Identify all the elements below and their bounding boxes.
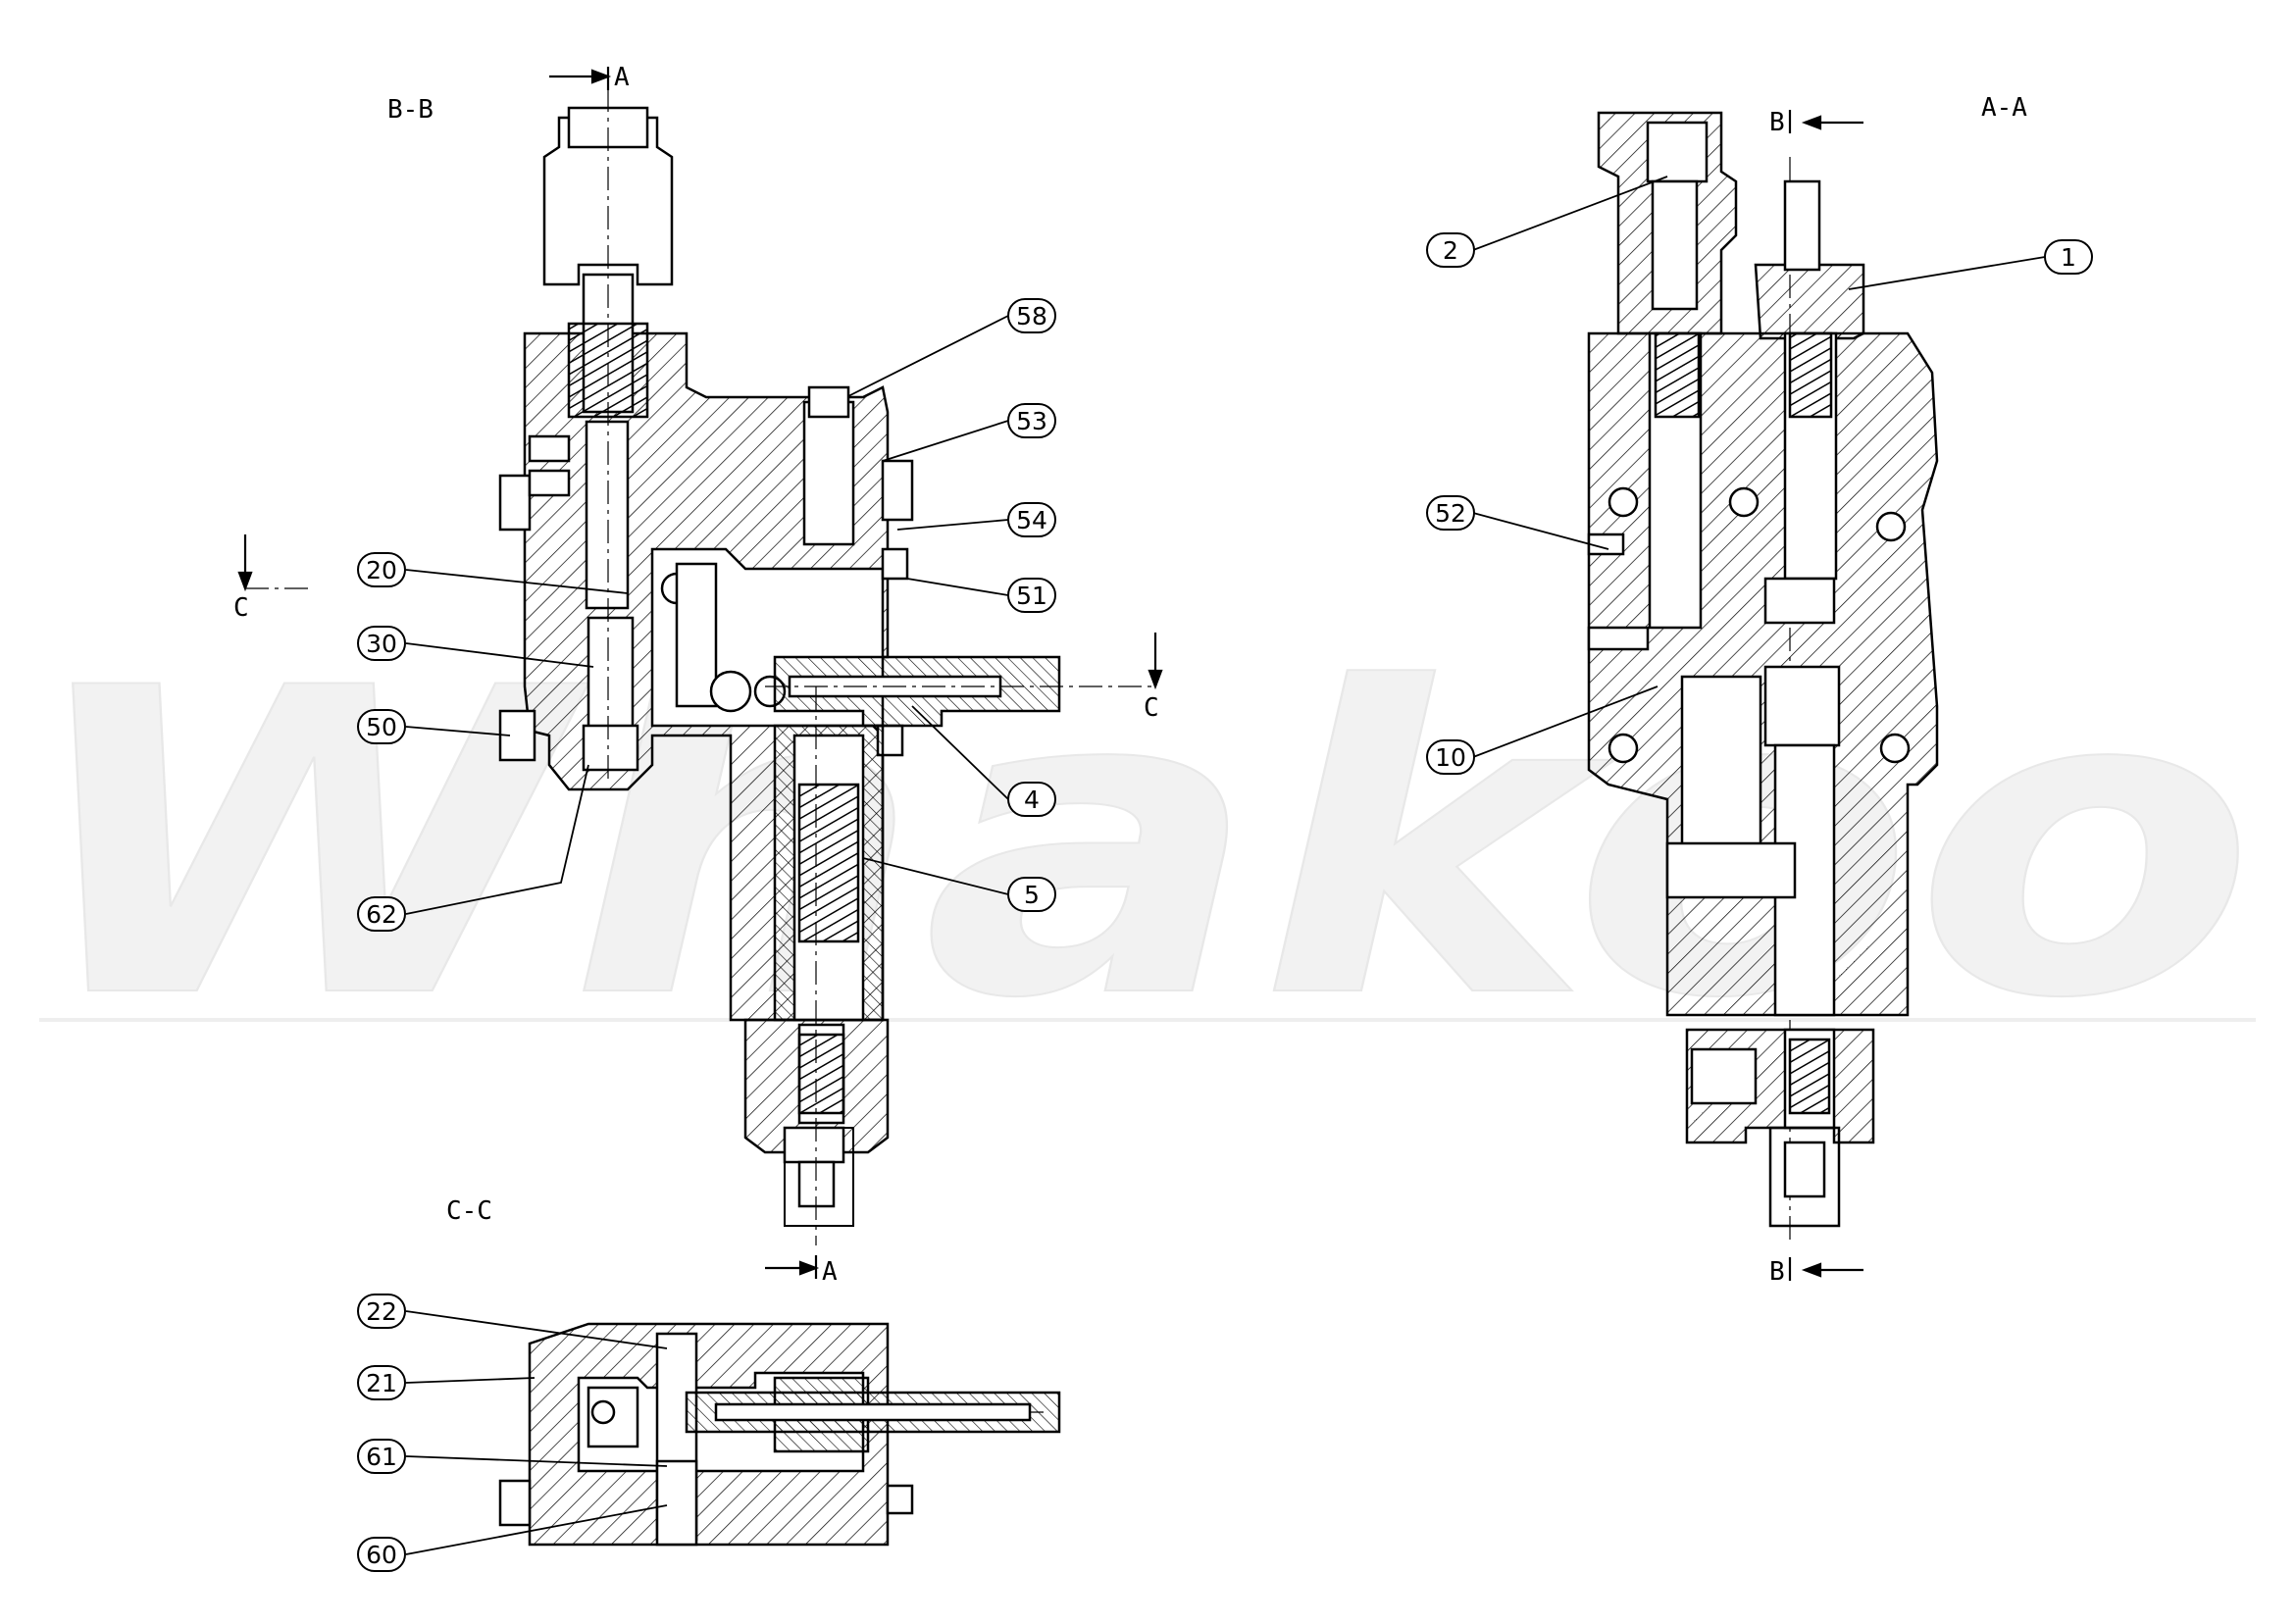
- svg-text:5: 5: [1024, 881, 1040, 909]
- balloon-4: 4: [1007, 782, 1056, 817]
- cut-c-left: C: [233, 593, 249, 623]
- svg-text:50: 50: [366, 713, 397, 741]
- svg-text:52: 52: [1435, 499, 1466, 528]
- balloon-52: 52: [1426, 495, 1475, 531]
- svg-text:30: 30: [366, 630, 397, 658]
- view-aa: [1587, 111, 1939, 1228]
- balloon-2: 2: [1426, 232, 1475, 268]
- svg-text:10: 10: [1435, 743, 1466, 772]
- balloon-22: 22: [357, 1294, 406, 1329]
- balloon-60: 60: [357, 1537, 406, 1572]
- view-bb: [498, 106, 1061, 1227]
- svg-text:60: 60: [366, 1541, 397, 1569]
- balloon-21: 21: [357, 1365, 406, 1400]
- svg-text:21: 21: [366, 1369, 397, 1397]
- balloon-53: 53: [1007, 403, 1056, 438]
- cut-c-right: C: [1144, 693, 1159, 723]
- svg-text:62: 62: [366, 900, 397, 929]
- cut-markers: A A C C B B: [233, 63, 1863, 1287]
- balloon-54: 54: [1007, 502, 1056, 537]
- svg-text:22: 22: [366, 1297, 397, 1326]
- balloons: 58 53 54 51 20 30 50 4 5 62 2 1 52 10 22…: [357, 232, 2093, 1572]
- svg-text:58: 58: [1016, 302, 1047, 330]
- balloon-10: 10: [1426, 739, 1475, 775]
- view-cc: [498, 1322, 1061, 1547]
- balloon-58: 58: [1007, 298, 1056, 333]
- cut-b-top: B: [1769, 108, 1785, 137]
- balloon-30: 30: [357, 626, 406, 661]
- svg-text:20: 20: [366, 556, 397, 584]
- view-title-bb: B-B: [387, 95, 434, 125]
- cut-a-top: A: [614, 63, 630, 92]
- svg-text:2: 2: [1443, 236, 1458, 265]
- balloon-50: 50: [357, 709, 406, 744]
- balloon-51: 51: [1007, 578, 1056, 613]
- leader-lines: [405, 176, 2046, 1555]
- view-title-aa: A-A: [1981, 93, 2027, 123]
- balloon-62: 62: [357, 896, 406, 932]
- svg-text:4: 4: [1024, 786, 1040, 814]
- cut-a-bottom: A: [822, 1257, 838, 1287]
- view-title-cc: C-C: [446, 1196, 492, 1226]
- svg-text:54: 54: [1016, 506, 1047, 534]
- balloon-20: 20: [357, 552, 406, 587]
- svg-text:1: 1: [2061, 243, 2076, 272]
- balloon-5: 5: [1007, 877, 1056, 912]
- svg-text:53: 53: [1016, 407, 1047, 435]
- balloon-1: 1: [2044, 239, 2093, 275]
- cut-b-bottom: B: [1769, 1257, 1785, 1287]
- svg-text:51: 51: [1016, 582, 1047, 610]
- svg-text:61: 61: [366, 1443, 397, 1471]
- balloon-61: 61: [357, 1439, 406, 1474]
